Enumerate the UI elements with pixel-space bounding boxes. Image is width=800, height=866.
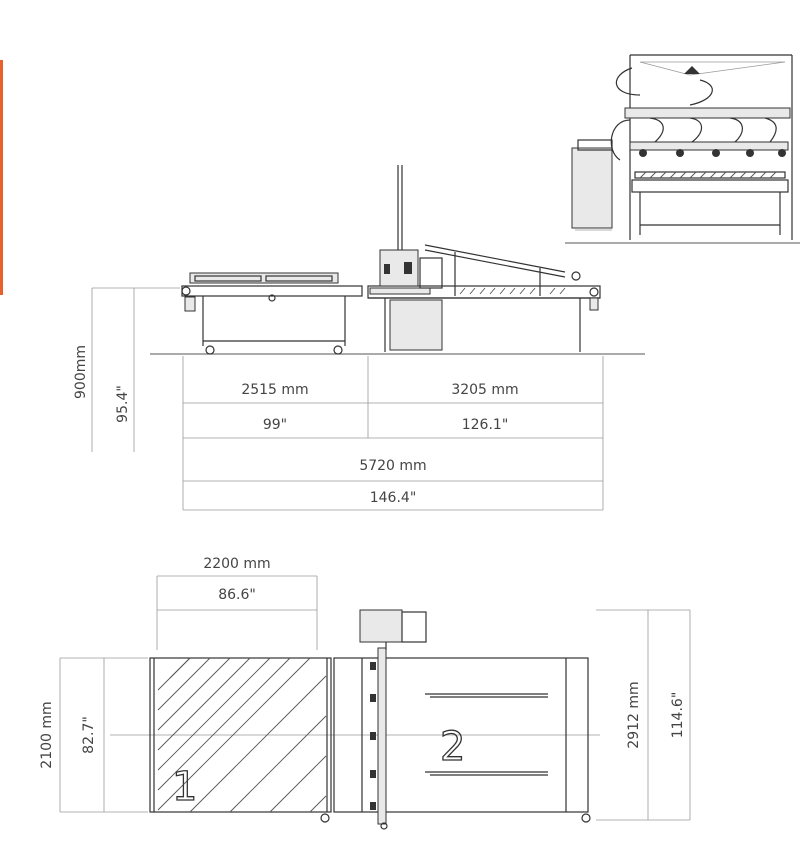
- total-in-label: 146.4": [370, 490, 417, 506]
- side-elevation-view: [565, 54, 800, 244]
- total-depth-in-label: 114.6": [670, 692, 686, 739]
- plan-view-machine: [149, 609, 591, 830]
- section1-mm-label: 2515 mm: [241, 382, 308, 398]
- width-mm-label: 2200 mm: [203, 556, 270, 572]
- depth-mm-label: 2100 mm: [39, 701, 55, 768]
- section1-in-label: 99": [263, 417, 287, 433]
- zone2-label: 2: [440, 724, 465, 770]
- total-mm-label: 5720 mm: [359, 458, 426, 474]
- section2-in-label: 126.1": [462, 417, 509, 433]
- height-in-label: 95.4": [115, 385, 131, 423]
- width-in-label: 86.6": [218, 587, 256, 603]
- front-dimension-grid: [91, 287, 604, 511]
- total-depth-mm-label: 2912 mm: [626, 681, 642, 748]
- height-mm-label: 900mm: [73, 345, 89, 399]
- plan-dimension-lines: [59, 575, 691, 821]
- accent-strip: [0, 60, 3, 295]
- section2-mm-label: 3205 mm: [451, 382, 518, 398]
- front-elevation-view: [150, 165, 645, 355]
- depth-in-label: 82.7": [81, 716, 97, 754]
- zone1-label: 1: [172, 764, 197, 810]
